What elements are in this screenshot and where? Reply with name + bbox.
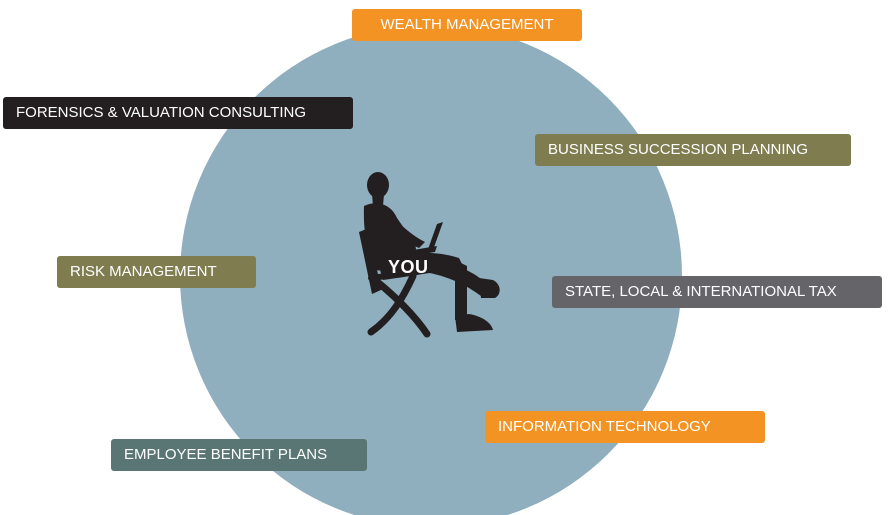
service-tag-forensics-valuation[interactable]: FORENSICS & VALUATION CONSULTING	[3, 97, 353, 129]
service-tag-state-local-intl-tax[interactable]: STATE, LOCAL & INTERNATIONAL TAX	[552, 276, 882, 308]
seated-businessman-laptop-icon	[359, 172, 500, 338]
service-tag-business-succession[interactable]: BUSINESS SUCCESSION PLANNING	[535, 134, 851, 166]
service-tag-information-technology[interactable]: INFORMATION TECHNOLOGY	[485, 411, 765, 443]
service-tag-wealth-management[interactable]: WEALTH MANAGEMENT	[352, 9, 582, 41]
service-tag-employee-benefit-plans[interactable]: EMPLOYEE BENEFIT PLANS	[111, 439, 367, 471]
service-tag-risk-management[interactable]: RISK MANAGEMENT	[57, 256, 256, 288]
center-label: YOU	[388, 257, 429, 277]
